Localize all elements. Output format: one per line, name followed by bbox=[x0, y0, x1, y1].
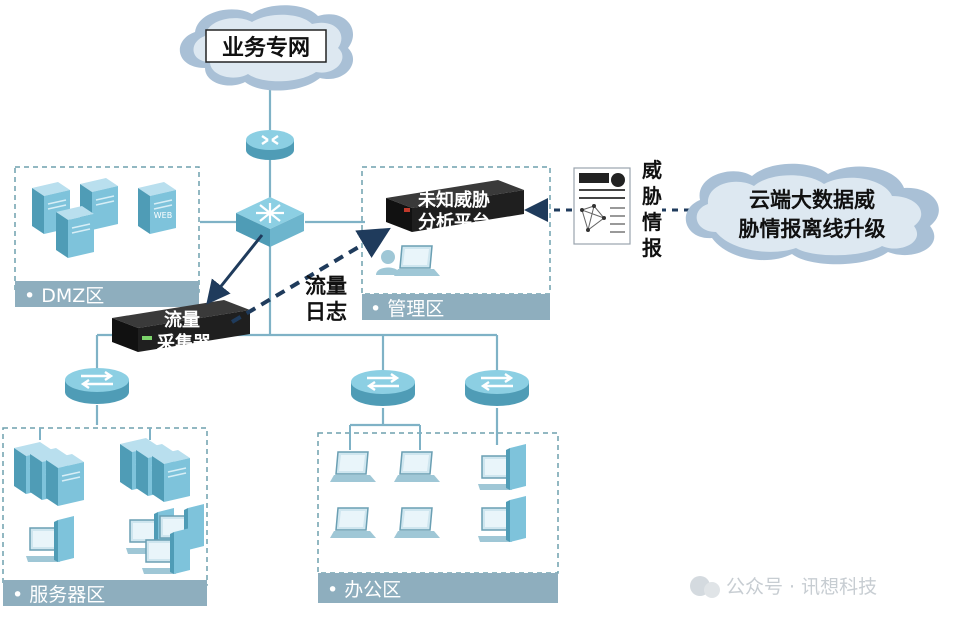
laptop-icon bbox=[393, 507, 441, 539]
analysis-platform-line1: 未知威胁 bbox=[418, 189, 490, 211]
switch-icon bbox=[349, 368, 417, 408]
core-switch-icon bbox=[236, 197, 304, 247]
threat-intel-char-2: 胁 bbox=[642, 184, 662, 208]
pc-icon bbox=[25, 515, 75, 563]
switch-icon bbox=[463, 368, 531, 408]
analysis-platform-line2: 分析平台 bbox=[418, 211, 490, 233]
network-links bbox=[95, 90, 499, 445]
router-icon bbox=[246, 130, 294, 160]
web-server-tag: WEB bbox=[154, 211, 172, 220]
management-zone: • 管理区 bbox=[361, 166, 551, 320]
server-icon bbox=[151, 449, 191, 503]
flow-log-arrow bbox=[230, 227, 391, 324]
server-icon bbox=[45, 453, 85, 507]
server-icon bbox=[55, 205, 95, 259]
office-zone: • 办公区 bbox=[317, 425, 559, 603]
business-network-box bbox=[205, 29, 327, 63]
server-zone-title: • 服务器区 bbox=[12, 584, 105, 606]
business-network-cloud: 业务专网 bbox=[179, 5, 354, 91]
cloud-intel-line2: 胁情报离线升级 bbox=[739, 217, 886, 241]
threat-intel-char-3: 情 bbox=[642, 210, 662, 234]
laptop-icon bbox=[329, 507, 377, 539]
dmz-zone: • DMZ区 WEB bbox=[14, 166, 200, 307]
laptop-icon bbox=[393, 245, 441, 277]
web-server-icon: WEB bbox=[137, 181, 177, 235]
business-network-label: 业务专网 bbox=[222, 35, 310, 61]
pc-icon bbox=[477, 495, 527, 543]
watermark-text: 公众号 · 讯想科技 bbox=[726, 576, 877, 598]
mirror-arrow bbox=[206, 234, 264, 305]
threat-intel-char-1: 威 bbox=[642, 158, 662, 182]
threat-intel-label: 威 胁 情 报 bbox=[642, 158, 662, 260]
flow-collector-device: 流量 采集器 bbox=[112, 300, 250, 354]
laptop-icon bbox=[393, 451, 441, 483]
admin-user-icon bbox=[376, 250, 400, 275]
flow-log-label-line1: 流量 bbox=[305, 274, 347, 298]
cloud-intel-cloud: 云端大数据威 胁情报离线升级 bbox=[685, 163, 939, 265]
management-zone-title: • 管理区 bbox=[370, 298, 444, 320]
laptop-icon bbox=[329, 451, 377, 483]
pc-icon bbox=[477, 443, 527, 491]
flow-collector-line1: 流量 bbox=[164, 309, 200, 331]
flow-collector-line2: 采集器 bbox=[156, 332, 212, 354]
analysis-platform-device: 未知威胁 分析平台 bbox=[386, 180, 524, 233]
office-zone-title: • 办公区 bbox=[327, 579, 401, 601]
dmz-zone-title: • DMZ区 bbox=[24, 285, 104, 307]
threat-intel-char-4: 报 bbox=[642, 236, 662, 260]
threat-report-icon bbox=[573, 167, 631, 245]
server-zone: • 服务器区 bbox=[2, 427, 208, 606]
switch-icon bbox=[63, 366, 131, 406]
watermark: 公众号 · 讯想科技 bbox=[690, 576, 877, 598]
flow-log-label-line2: 日志 bbox=[305, 300, 347, 324]
cloud-intel-line1: 云端大数据威 bbox=[749, 188, 875, 212]
